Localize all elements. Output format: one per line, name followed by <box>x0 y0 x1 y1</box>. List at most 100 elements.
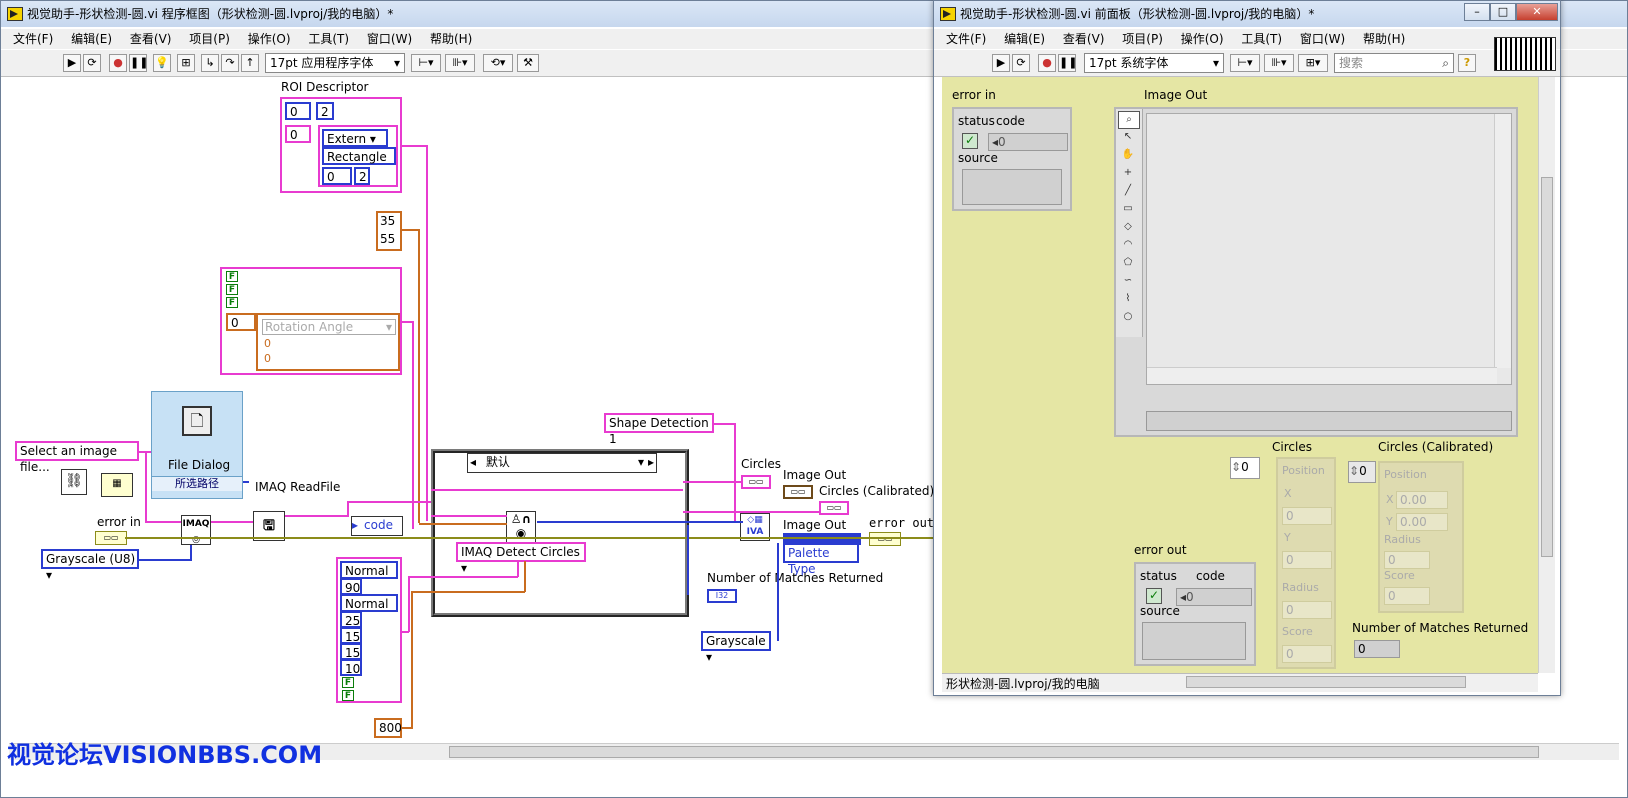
chevron-down-icon[interactable]: ▾ <box>637 455 644 469</box>
fp-menu-file[interactable]: 文件(F) <box>946 32 987 46</box>
bd-menu-view[interactable]: 查看(V) <box>129 32 172 46</box>
palette-type-control[interactable]: Palette Type <box>783 543 859 576</box>
roi-inner-index[interactable]: 0 <box>322 167 352 185</box>
fp-error-out-cluster[interactable]: status code ✓ ◂0 source <box>1134 562 1256 666</box>
error-out-terminal[interactable]: ▭▭ <box>869 532 901 546</box>
fp-image-display[interactable]: ⌕ ↖ ✋ + ╱ ▭ ◇ ◠ ⬠ ∽ ⌇ ○ <box>1114 107 1518 437</box>
bool-f-5[interactable]: F <box>342 690 354 701</box>
run-continuous-icon[interactable]: ⟳ <box>83 54 101 72</box>
reorder-icon[interactable]: ⟲▾ <box>483 54 513 72</box>
abort-icon[interactable]: ● <box>109 54 127 72</box>
fp-error-in-cluster[interactable]: status code ✓ ◂0 source <box>952 107 1072 211</box>
cleanup-diagram-icon[interactable]: ⚒ <box>517 54 539 72</box>
roi-array-index-2[interactable]: 0 <box>285 125 311 143</box>
case-structure[interactable]: ◂ 默认 ▾ ▸ <box>431 449 689 617</box>
pan-icon[interactable]: ✋ <box>1121 149 1135 160</box>
imaq-create-node[interactable]: IMAQ◎ <box>181 515 211 545</box>
pause-icon[interactable]: ❚❚ <box>1058 54 1077 72</box>
align-objects-icon[interactable]: ⊢▾ <box>411 54 441 72</box>
select-image-constant[interactable]: Select an image file... <box>15 441 139 474</box>
image-out-indicator-1[interactable]: ▭▭ <box>783 485 813 499</box>
zoom-icon[interactable]: ⌕ <box>1118 111 1140 129</box>
fp-circles-cal-cluster[interactable]: Position X 0.00 Y 0.00 Radius 0 Score 0 <box>1378 461 1464 613</box>
curve-options-constant[interactable]: Normal ▾ 90 Normal ▾ 25 15 15 10 F F <box>336 557 402 703</box>
roi-inner-value[interactable]: 2 <box>354 167 370 185</box>
fp-maximize-button[interactable]: □ <box>1490 3 1516 21</box>
bd-horizontal-scrollbar[interactable] <box>9 743 1619 760</box>
x-value[interactable]: 0 <box>1282 507 1332 525</box>
grayscale-u8-constant[interactable]: Grayscale (U8) ▾ <box>41 549 139 582</box>
fp-circles-cal-index[interactable]: ⇕0 <box>1348 461 1376 483</box>
min-max-radius-array[interactable]: 35 55 <box>376 211 402 251</box>
rotation-upper[interactable]: 0 <box>264 352 271 365</box>
image-vertical-scrollbar[interactable] <box>1494 114 1511 368</box>
distribute-objects-icon[interactable]: ⊪▾ <box>1264 54 1294 72</box>
annulus-icon[interactable]: ◠ <box>1123 239 1133 250</box>
case-prev-icon[interactable]: ◂ <box>470 455 477 469</box>
grayscale-constant[interactable]: Grayscale ▾ <box>701 631 771 664</box>
retain-wire-values-icon[interactable]: ⊞ <box>177 54 195 72</box>
broken-line-icon[interactable]: ⌇ <box>1125 293 1131 304</box>
bd-font-select[interactable]: 17pt 应用程序字体▾ <box>265 53 405 73</box>
image-area[interactable] <box>1146 113 1512 385</box>
score-value[interactable]: 0 <box>1384 587 1430 605</box>
imaq-readfile-node[interactable]: 🖫 <box>253 511 285 541</box>
fp-menu-project[interactable]: 项目(P) <box>1122 32 1163 46</box>
fp-error-in-code[interactable]: ◂0 <box>988 133 1068 151</box>
pointer-icon[interactable]: ↖ <box>1123 131 1133 142</box>
status-checkmark-icon[interactable]: ✓ <box>962 133 978 149</box>
y-value[interactable]: 0 <box>1282 551 1332 569</box>
fp-menu-edit[interactable]: 编辑(E) <box>1004 32 1046 46</box>
fp-menu-help[interactable]: 帮助(H) <box>1362 32 1406 46</box>
distribute-objects-icon[interactable]: ⊪▾ <box>445 54 475 72</box>
pause-icon[interactable]: ❚❚ <box>129 54 148 72</box>
radius-value[interactable]: 0 <box>1282 601 1332 619</box>
case-next-icon[interactable]: ▸ <box>647 455 654 469</box>
circles-calibrated-indicator[interactable]: ▭▭ <box>819 501 849 515</box>
fp-minimize-button[interactable]: – <box>1464 3 1490 21</box>
fp-scroll-thumb[interactable] <box>1186 676 1466 688</box>
value-90[interactable]: 90 <box>340 578 362 595</box>
value-800[interactable]: 800 <box>374 718 402 738</box>
bool-f-3[interactable]: F <box>226 297 238 308</box>
run-arrow-icon[interactable]: ▶ <box>992 54 1010 72</box>
circles-indicator[interactable]: ▭▭ <box>741 475 771 489</box>
x-value[interactable]: 0.00 <box>1396 491 1448 509</box>
bd-menu-edit[interactable]: 编辑(E) <box>71 32 113 46</box>
selected-path-terminal[interactable]: 所选路径 <box>152 476 242 491</box>
rotated-rect-icon[interactable]: ◇ <box>1124 221 1132 232</box>
bool-f-1[interactable]: F <box>226 271 238 282</box>
code-unbundle[interactable]: ▸code <box>351 516 403 536</box>
rotation-cluster[interactable]: Rotation Angle▾ 0 0 <box>256 313 400 371</box>
bd-menu-help[interactable]: 帮助(H) <box>429 32 473 46</box>
fp-circles-cluster[interactable]: Position X 0 Y 0 Radius 0 Score 0 <box>1276 457 1336 669</box>
rotation-index[interactable]: 0 <box>226 313 256 331</box>
run-arrow-icon[interactable]: ▶ <box>63 54 81 72</box>
options-cluster-constant[interactable]: F F F 0 Rotation Angle▾ 0 0 <box>220 267 402 375</box>
normal-ring-2[interactable]: Normal ▾ <box>340 594 398 627</box>
value-15b[interactable]: 15 <box>340 643 362 660</box>
fp-menu-window[interactable]: 窗口(W) <box>1299 32 1346 46</box>
num-35[interactable]: 35 <box>380 214 396 228</box>
normal-ring-1[interactable]: Normal ▾ <box>340 561 398 594</box>
fp-close-button[interactable]: ✕ <box>1516 3 1558 21</box>
rectangle-ring[interactable]: Rectangle ▾ <box>322 147 396 180</box>
bd-menu-operate[interactable]: 操作(O) <box>247 32 291 46</box>
fp-font-select[interactable]: 17pt 系统字体▾ <box>1084 53 1224 73</box>
bd-menu-tools[interactable]: 工具(T) <box>308 32 350 46</box>
fp-menu-view[interactable]: 查看(V) <box>1062 32 1105 46</box>
rectangle-icon[interactable]: ▭ <box>1123 203 1133 214</box>
step-out-icon[interactable]: ↑ <box>241 54 259 72</box>
value-15a[interactable]: 15 <box>340 627 362 644</box>
resize-objects-icon[interactable]: ⊞▾ <box>1298 54 1328 72</box>
link-icon[interactable]: ⛓ <box>61 469 87 495</box>
help-icon[interactable]: ? <box>1458 54 1476 72</box>
roi-array-index-1[interactable]: 0 <box>285 102 311 120</box>
point-icon[interactable]: + <box>1123 167 1133 178</box>
highlight-execution-icon[interactable]: 💡 <box>153 54 171 72</box>
value-25[interactable]: 25 <box>340 611 362 628</box>
score-value[interactable]: 0 <box>1282 645 1332 663</box>
line-icon[interactable]: ╱ <box>1124 185 1132 196</box>
y-value[interactable]: 0.00 <box>1396 513 1448 531</box>
rotation-angle-ring[interactable]: Rotation Angle▾ <box>262 319 396 335</box>
